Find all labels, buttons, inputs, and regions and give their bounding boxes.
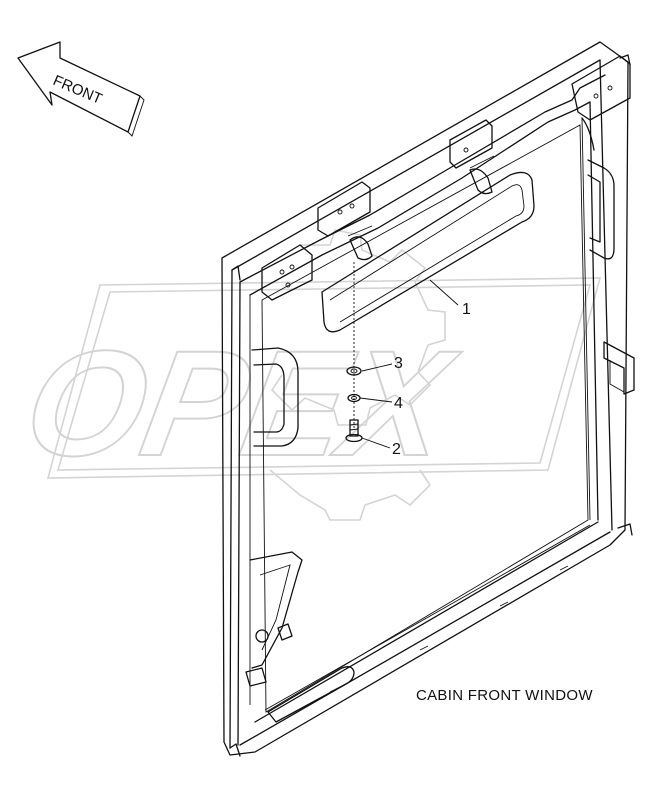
front-arrow-label: FRONT [50, 72, 104, 108]
watermark-logo: OPEX [13, 229, 602, 521]
cabin-frame [221, 41, 635, 757]
diagram-caption: CABIN FRONT WINDOW [416, 687, 593, 704]
watermark-text: OPEX [14, 320, 468, 488]
callout-1: 1 [462, 301, 471, 318]
callout-3: 3 [394, 355, 403, 372]
callout-4: 4 [394, 395, 403, 412]
mirror-part [321, 155, 535, 333]
leader-lines [359, 279, 459, 449]
front-arrow: FRONT [17, 41, 145, 137]
callout-2: 2 [392, 441, 401, 458]
nut-part [346, 366, 362, 376]
